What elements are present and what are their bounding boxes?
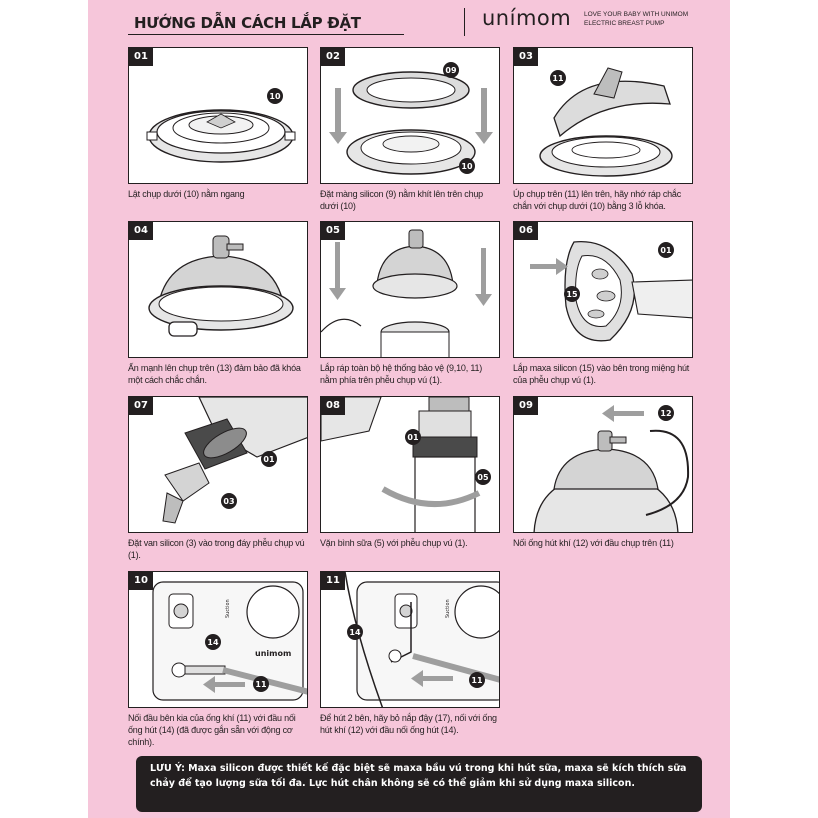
step-04-illustration: 04: [128, 221, 308, 358]
step-number: 08: [321, 397, 345, 415]
bottle-screw-drawing: 01 05: [321, 397, 500, 533]
step-09-illustration: 12 09: [513, 396, 693, 533]
page-title: HƯỚNG DẪN CÁCH LẮP ĐẶT: [134, 14, 361, 32]
callout-10: 10: [459, 158, 475, 174]
svg-text:14: 14: [349, 628, 361, 637]
step-number: 01: [129, 48, 153, 66]
step-05-illustration: 05: [320, 221, 500, 358]
tagline-line-2: ELECTRIC BREAST PUMP: [584, 19, 688, 28]
callout-11: 11: [469, 672, 485, 688]
step-number: 11: [321, 572, 345, 590]
step-number: 03: [514, 48, 538, 66]
callout-11: 11: [550, 70, 566, 86]
brand-tagline: LOVE YOUR BABY WITH UNIMOM ELECTRIC BREA…: [584, 10, 688, 28]
callout-03: 03: [221, 493, 237, 509]
svg-text:10: 10: [461, 162, 473, 171]
step-11-illustration: Suction 14 11 11: [320, 571, 500, 708]
callout-09: 09: [443, 62, 459, 78]
step-02-illustration: 09 10 02: [320, 47, 500, 184]
note-box: LƯU Ý: Maxa silicon được thiết kế đặc bi…: [136, 756, 702, 812]
silicon-membrane-drawing: 09 10: [321, 48, 500, 184]
brand-logo: unímom: [482, 6, 571, 30]
svg-text:14: 14: [207, 638, 219, 647]
svg-text:09: 09: [445, 66, 457, 75]
header-divider: [464, 8, 465, 36]
step-caption: Lắp maxa silicon (15) vào bên trong miện…: [513, 362, 693, 386]
svg-text:12: 12: [660, 409, 671, 418]
title-underline: [128, 34, 404, 35]
instruction-page: HƯỚNG DẪN CÁCH LẮP ĐẶT unímom LOVE YOUR …: [88, 0, 730, 818]
step-10-illustration: Suction unimom 14 11 10: [128, 571, 308, 708]
step-caption: Lắp ráp toàn bộ hệ thống bảo vệ (9,10, 1…: [320, 362, 500, 386]
step-caption: Đặt màng silicon (9) nằm khít lên trên c…: [320, 188, 500, 212]
double-pump-port-drawing: Suction 14 11: [321, 572, 500, 708]
callout-01: 01: [261, 451, 277, 467]
callout-01: 01: [658, 242, 674, 258]
step-caption: Úp chụp trên (11) lên trên, hãy nhớ ráp …: [513, 188, 693, 212]
svg-text:01: 01: [263, 455, 275, 464]
svg-text:15: 15: [566, 290, 578, 299]
step-number: 02: [321, 48, 345, 66]
step-number: 10: [129, 572, 153, 590]
tagline-line-1: LOVE YOUR BABY WITH UNIMOM: [584, 10, 688, 19]
callout-10: 10: [267, 88, 283, 104]
step-caption: Để hút 2 bên, hãy bỏ nắp đậy (17), nối v…: [320, 712, 500, 736]
svg-text:03: 03: [223, 497, 234, 506]
callout-14: 14: [347, 624, 363, 640]
knob-label: Suction: [225, 599, 231, 618]
step-caption: Nối đầu bên kia của ống khí (11) với đầu…: [128, 712, 308, 748]
step-number: 09: [514, 397, 538, 415]
maxa-silicon-drawing: 01 15: [514, 222, 693, 358]
svg-text:11: 11: [255, 680, 267, 689]
callout-14: 14: [205, 634, 221, 650]
press-upper-cup-drawing: [129, 222, 308, 358]
callout-11: 11: [253, 676, 269, 692]
step-07-illustration: 01 03 07: [128, 396, 308, 533]
step-08-illustration: 01 05 08: [320, 396, 500, 533]
svg-text:05: 05: [477, 473, 489, 482]
svg-text:01: 01: [407, 433, 419, 442]
assemble-protector-drawing: [321, 222, 500, 358]
step-01-illustration: 10 01: [128, 47, 308, 184]
svg-text:11: 11: [552, 74, 564, 83]
motor-port-drawing: Suction unimom 14 11: [129, 572, 308, 708]
step-number: 06: [514, 222, 538, 240]
step-caption: Nối ống hút khí (12) với đầu chụp trên (…: [513, 537, 693, 549]
device-brand-label: unimom: [255, 649, 291, 658]
step-caption: Ấn mạnh lên chụp trên (13) đảm bảo đã kh…: [128, 362, 308, 386]
step-caption: Đặt van silicon (3) vào trong đáy phễu c…: [128, 537, 308, 561]
upper-cup-attach-drawing: 11: [514, 48, 693, 184]
step-number: 04: [129, 222, 153, 240]
step-caption: Vặn bình sữa (5) với phễu chụp vú (1).: [320, 537, 500, 549]
svg-text:11: 11: [471, 676, 483, 685]
svg-text:10: 10: [269, 92, 281, 101]
step-number: 05: [321, 222, 345, 240]
callout-05: 05: [475, 469, 491, 485]
callout-12: 12: [658, 405, 674, 421]
air-tube-connect-drawing: 12: [514, 397, 693, 533]
silicon-valve-drawing: 01 03: [129, 397, 308, 533]
step-06-illustration: 01 15 06: [513, 221, 693, 358]
svg-text:01: 01: [660, 246, 672, 255]
knob-label: Suction: [445, 599, 451, 618]
callout-01: 01: [405, 429, 421, 445]
step-caption: Lật chụp dưới (10) nằm ngang: [128, 188, 308, 200]
step-03-illustration: 11 03: [513, 47, 693, 184]
lower-cup-drawing: 10: [129, 48, 308, 184]
step-number: 07: [129, 397, 153, 415]
callout-15: 15: [564, 286, 580, 302]
